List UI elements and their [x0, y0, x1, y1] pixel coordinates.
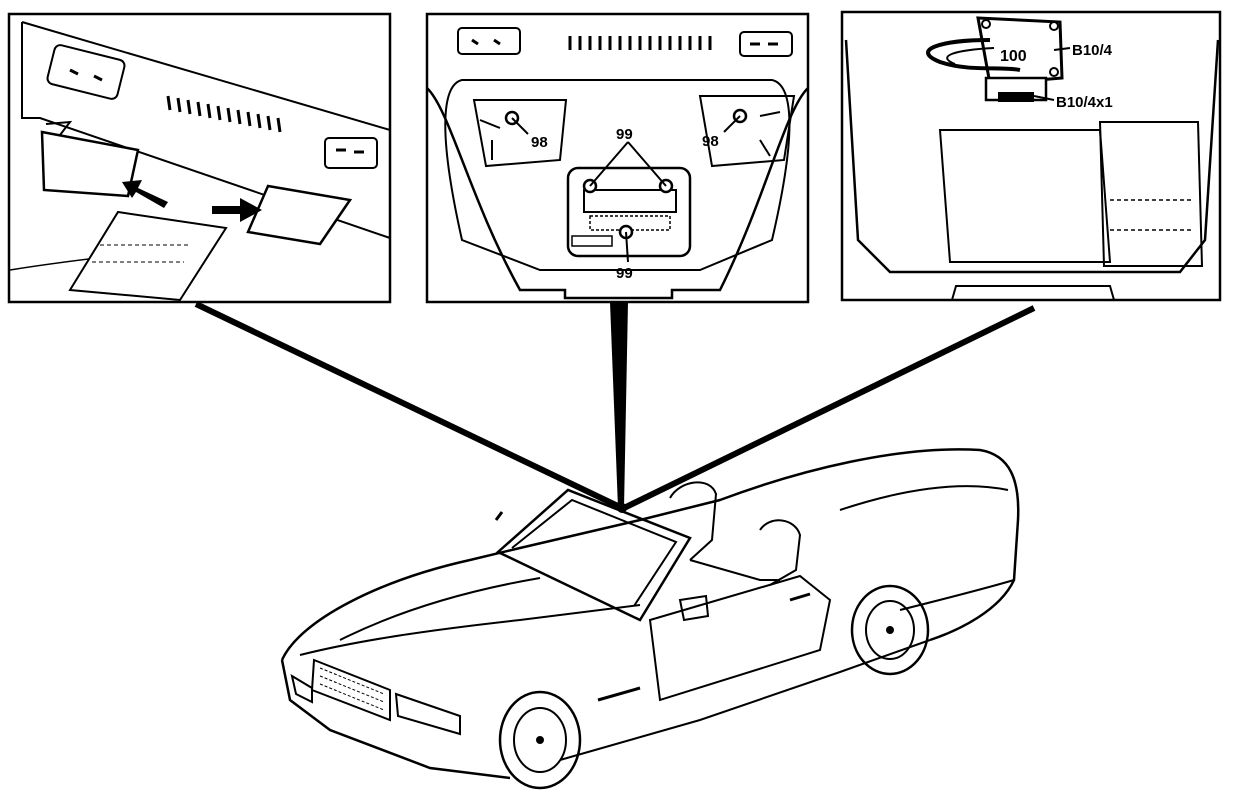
callout-99-top: 99: [616, 126, 633, 143]
panel-right: 100 B10/4 B10/4x1: [840, 10, 1222, 302]
callout-98-right: 98: [702, 133, 719, 150]
car-illustration: [280, 448, 1020, 790]
panel-middle: 98 98 99 99: [425, 12, 810, 304]
callout-98-left: 98: [531, 134, 548, 151]
callout-99-bottom: 99: [616, 265, 633, 282]
arrow-icon: [122, 180, 168, 208]
pointer-lines: [194, 301, 1036, 513]
callout-b10-4: B10/4: [1072, 42, 1113, 59]
vent-slots-left: [166, 95, 282, 133]
panel-left: [7, 12, 392, 304]
callout-b10-4x1: B10/4x1: [1056, 94, 1113, 111]
vent-slots-middle: [568, 36, 712, 50]
arrow-icon: [212, 198, 262, 222]
callout-100: 100: [1000, 48, 1027, 65]
